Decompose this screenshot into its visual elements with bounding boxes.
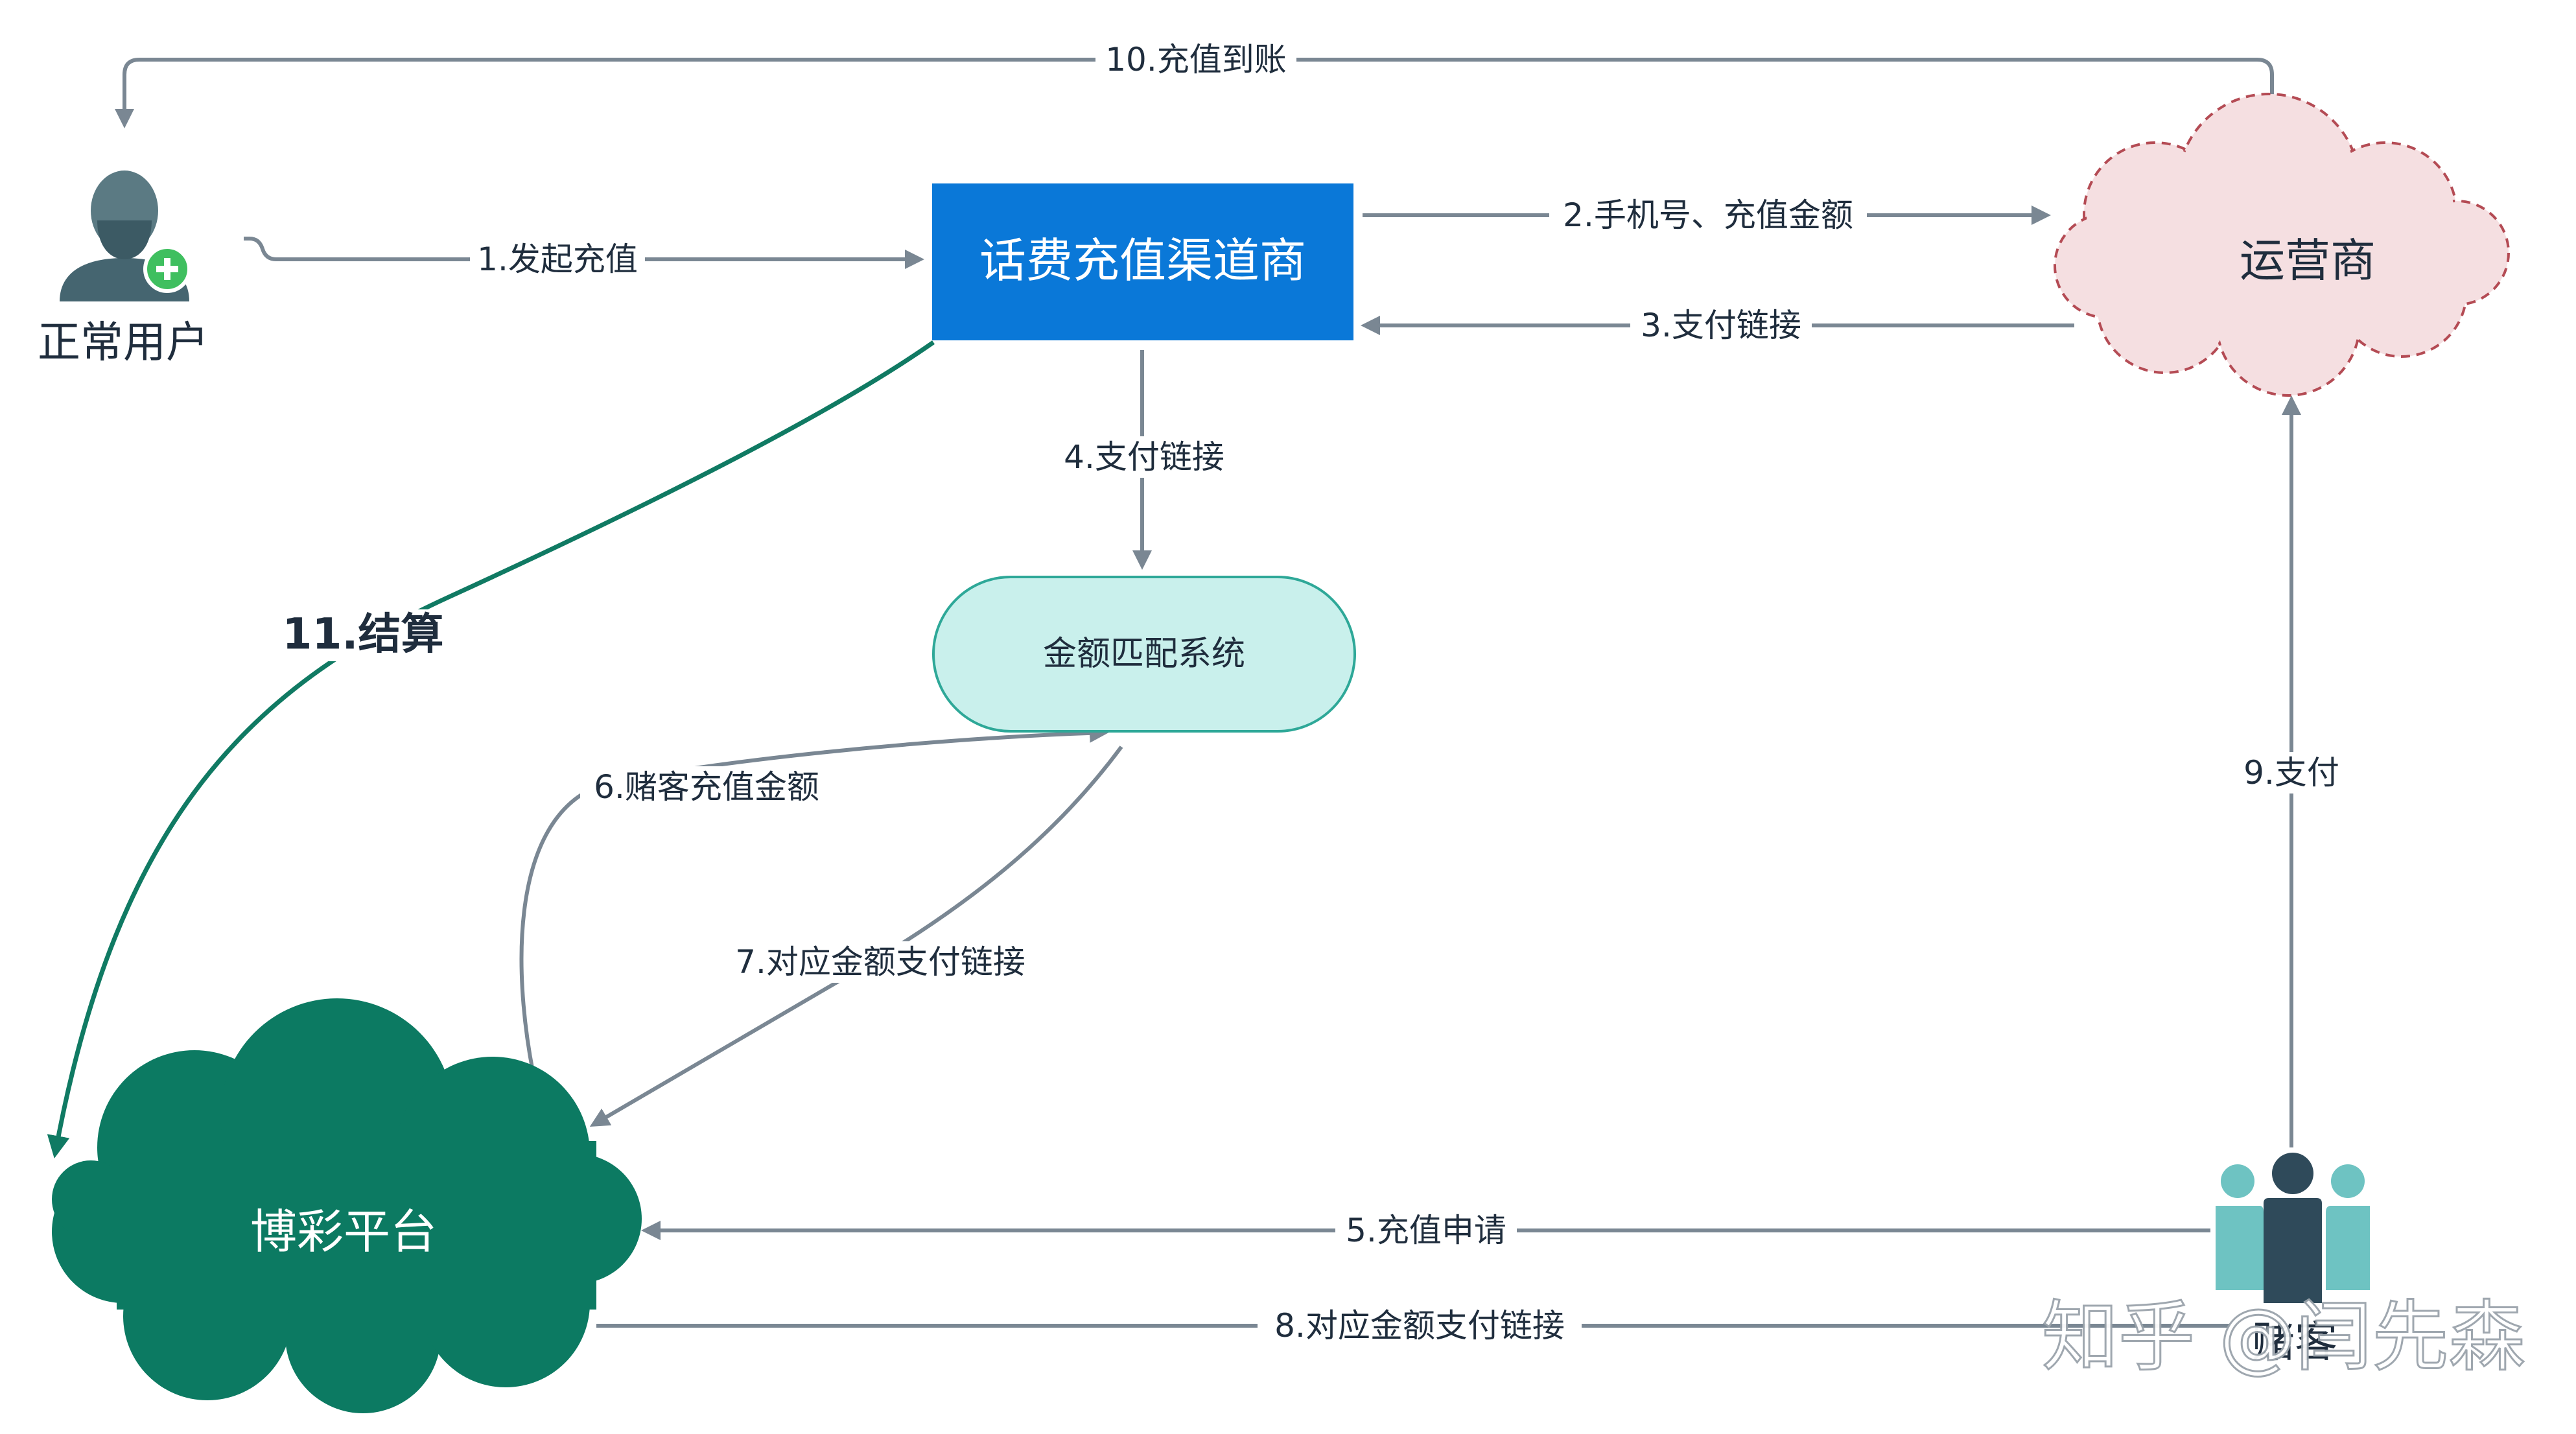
gambling-node[interactable]: 博彩平台 [52, 998, 642, 1413]
svg-text:2.手机号、充值金额: 2.手机号、充值金额 [1563, 196, 1853, 234]
edge-label-4: 4.支付链接 [1053, 436, 1235, 478]
svg-text:7.对应金额支付链接: 7.对应金额支付链接 [735, 943, 1025, 981]
svg-text:1.发起充值: 1.发起充值 [477, 241, 638, 278]
svg-text:8.对应金额支付链接: 8.对应金额支付链接 [1274, 1307, 1565, 1345]
edge-label-8: 8.对应金额支付链接 [1258, 1305, 1582, 1346]
svg-text:5.充值申请: 5.充值申请 [1346, 1212, 1506, 1249]
svg-text:3.支付链接: 3.支付链接 [1641, 307, 1801, 344]
channel-label: 话费充值渠道商 [979, 233, 1306, 288]
svg-text:9.支付: 9.支付 [2243, 754, 2339, 792]
edge-label-6: 6.赌客充值金额 [580, 766, 839, 808]
matching-pill [932, 576, 1356, 733]
edge-label-9: 9.支付 [2240, 752, 2343, 793]
normal-user-node[interactable]: 正常用户 [38, 170, 209, 368]
operator-node[interactable]: 运营商 [2054, 93, 2510, 397]
edge-label-10: 10.充值到账 [1095, 39, 1296, 80]
svg-text:11.结算: 11.结算 [283, 609, 444, 659]
edge-label-11: 11.结算 [272, 609, 454, 661]
group-icon [2216, 1153, 2370, 1303]
matching-label: 金额匹配系统 [1043, 635, 1245, 674]
edge-label-2: 2.手机号、充值金额 [1549, 194, 1867, 236]
gambling-label: 博彩平台 [250, 1205, 437, 1259]
normal-user-label: 正常用户 [38, 318, 209, 368]
edge-11-line [47, 340, 935, 1158]
edge-label-5: 5.充值申请 [1335, 1210, 1517, 1251]
watermark: 知乎 @闫先森 [2042, 1292, 2525, 1381]
svg-text:10.充值到账: 10.充值到账 [1105, 41, 1287, 78]
edge-1-line [244, 237, 924, 269]
edge-label-3: 3.支付链接 [1630, 305, 1812, 346]
svg-text:6.赌客充值金额: 6.赌客充值金额 [594, 768, 819, 806]
gambler-label: 赌客 [2252, 1317, 2337, 1367]
channel-box [932, 183, 1353, 340]
edge-label-7: 7.对应金额支付链接 [720, 941, 1044, 983]
matching-node[interactable]: 金额匹配系统 [932, 576, 1356, 733]
edge-label-1: 1.发起充值 [470, 239, 645, 280]
channel-node[interactable]: 话费充值渠道商 [932, 183, 1353, 340]
gambler-node[interactable]: 赌客 [2216, 1153, 2370, 1367]
user-add-icon [60, 170, 191, 301]
svg-text:4.支付链接: 4.支付链接 [1064, 438, 1224, 476]
gambling-cloud [52, 998, 642, 1413]
operator-label: 运营商 [2240, 234, 2376, 287]
